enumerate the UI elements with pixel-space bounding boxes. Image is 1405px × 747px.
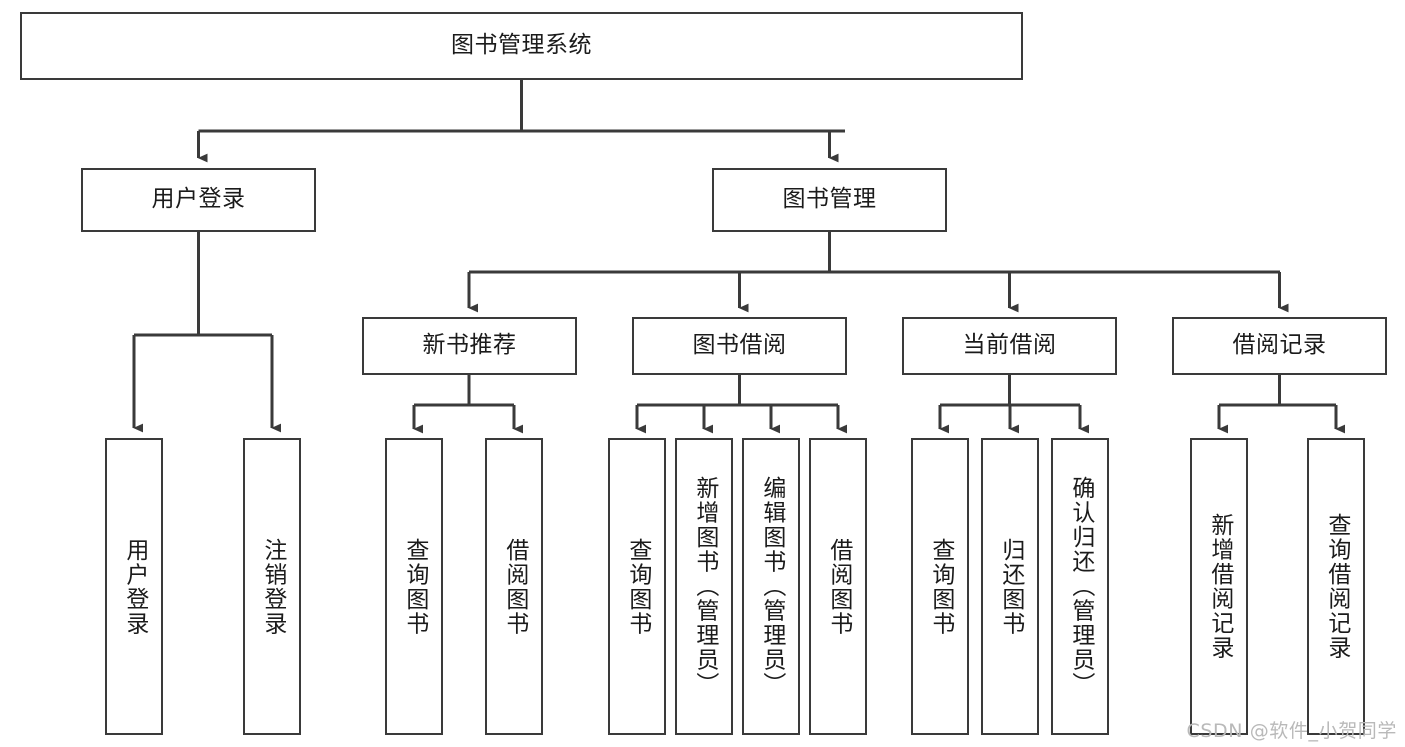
node-new-book-rec[interactable]: 新书推荐 <box>362 317 577 375</box>
csdn-watermark: CSDN @软件_小贺同学 <box>1186 720 1397 742</box>
node-leaf-user-logout-label: 注销登录 <box>259 537 286 636</box>
node-borrow-record-label: 借阅记录 <box>1232 332 1327 359</box>
node-user-login-label: 用户登录 <box>151 186 246 213</box>
node-leaf-user-logout[interactable]: 注销登录 <box>243 438 301 735</box>
node-root[interactable]: 图书管理系统 <box>20 12 1023 80</box>
node-leaf-rec-borrow-label: 借阅图书 <box>501 537 528 636</box>
node-book-borrow[interactable]: 图书借阅 <box>632 317 847 375</box>
node-leaf-br-add-label: 新增借阅记录 <box>1206 513 1233 660</box>
node-current-borrow[interactable]: 当前借阅 <box>902 317 1117 375</box>
node-borrow-record[interactable]: 借阅记录 <box>1172 317 1387 375</box>
node-book-borrow-label: 图书借阅 <box>692 332 787 359</box>
node-leaf-cb-confirm[interactable]: 确认归还（管理员） <box>1051 438 1109 735</box>
node-root-label: 图书管理系统 <box>451 32 592 59</box>
node-leaf-rec-borrow[interactable]: 借阅图书 <box>485 438 543 735</box>
node-leaf-user-login[interactable]: 用户登录 <box>105 438 163 735</box>
node-book-manage-label: 图书管理 <box>782 186 877 213</box>
node-leaf-bb-query[interactable]: 查询图书 <box>608 438 666 735</box>
node-leaf-bb-edit-label: 编辑图书（管理员） <box>758 476 785 697</box>
node-leaf-cb-return-label: 归还图书 <box>997 537 1024 636</box>
node-leaf-br-add[interactable]: 新增借阅记录 <box>1190 438 1248 735</box>
node-leaf-cb-confirm-label: 确认归还（管理员） <box>1067 476 1094 697</box>
node-leaf-bb-borrow-label: 借阅图书 <box>825 537 852 636</box>
node-book-manage[interactable]: 图书管理 <box>712 168 947 232</box>
node-leaf-br-query-label: 查询借阅记录 <box>1323 513 1350 660</box>
node-leaf-bb-add[interactable]: 新增图书（管理员） <box>675 438 733 735</box>
node-leaf-cb-return[interactable]: 归还图书 <box>981 438 1039 735</box>
node-user-login[interactable]: 用户登录 <box>81 168 316 232</box>
node-leaf-br-query[interactable]: 查询借阅记录 <box>1307 438 1365 735</box>
node-current-borrow-label: 当前借阅 <box>962 332 1057 359</box>
node-leaf-bb-add-label: 新增图书（管理员） <box>691 476 718 697</box>
node-leaf-cb-query-label: 查询图书 <box>927 537 954 636</box>
node-leaf-user-login-label: 用户登录 <box>121 537 148 636</box>
node-leaf-rec-query-label: 查询图书 <box>401 537 428 636</box>
node-new-book-rec-label: 新书推荐 <box>422 332 517 359</box>
node-leaf-bb-borrow[interactable]: 借阅图书 <box>809 438 867 735</box>
node-leaf-rec-query[interactable]: 查询图书 <box>385 438 443 735</box>
node-leaf-cb-query[interactable]: 查询图书 <box>911 438 969 735</box>
node-leaf-bb-query-label: 查询图书 <box>624 537 651 636</box>
node-leaf-bb-edit[interactable]: 编辑图书（管理员） <box>742 438 800 735</box>
